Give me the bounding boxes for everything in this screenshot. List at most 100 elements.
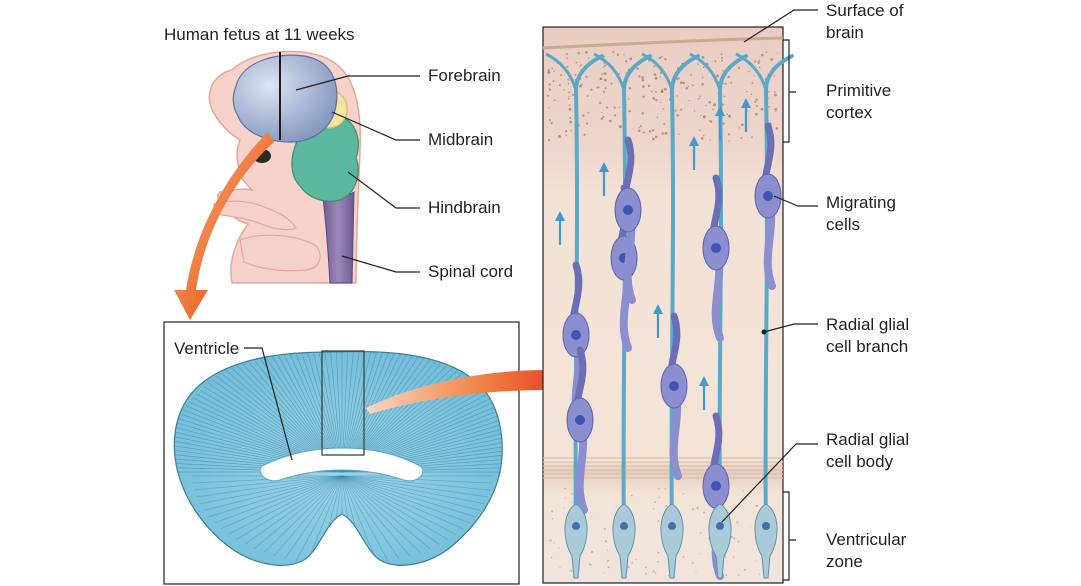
- speckle: [658, 57, 660, 59]
- speckle: [631, 561, 634, 564]
- speckle: [775, 127, 779, 130]
- speckle: [765, 51, 768, 54]
- speckle: [733, 537, 736, 540]
- section-ray: [284, 475, 343, 560]
- speckle: [741, 123, 744, 127]
- speckle: [720, 53, 723, 56]
- speckle: [728, 114, 731, 118]
- section-ray: [208, 475, 343, 518]
- label-surface-line1: Surface of: [826, 1, 904, 20]
- speckle: [590, 564, 592, 566]
- speckle: [768, 97, 770, 99]
- speckle: [565, 52, 568, 55]
- speckle: [572, 94, 575, 96]
- speckle: [648, 84, 651, 87]
- speckle: [583, 133, 586, 136]
- speckle: [636, 67, 639, 70]
- speckle: [614, 114, 617, 117]
- fetus-to-section-arrow: [174, 132, 274, 320]
- speckle: [657, 551, 660, 554]
- speckle: [702, 134, 705, 137]
- section-ray: [213, 475, 343, 524]
- speckle: [615, 506, 617, 507]
- section-ray: [306, 475, 343, 564]
- migrating-cell-nucleus: [763, 191, 773, 201]
- speckle: [680, 81, 683, 84]
- section-ray: [341, 475, 476, 518]
- speckle: [725, 574, 728, 577]
- speckle: [652, 508, 655, 510]
- speckle: [705, 104, 707, 107]
- speckle: [606, 559, 610, 562]
- speckle: [709, 139, 711, 141]
- speckle: [709, 120, 713, 123]
- speckle: [724, 82, 727, 85]
- speckle: [732, 556, 735, 558]
- section-ray: [341, 475, 457, 535]
- speckle: [566, 57, 568, 59]
- speckle: [642, 95, 645, 99]
- speckle: [682, 81, 685, 85]
- speckle: [708, 120, 710, 122]
- speckle: [749, 526, 751, 528]
- speckle: [773, 93, 777, 97]
- speckle: [598, 101, 602, 105]
- speckle: [760, 107, 764, 111]
- section-ray: [341, 475, 481, 511]
- label-body-line2: cell body: [826, 452, 894, 471]
- speckle: [603, 90, 606, 93]
- speckle: [590, 550, 594, 554]
- speckle: [629, 57, 633, 61]
- migration-arrow-head: [741, 98, 751, 108]
- speckle: [728, 133, 731, 136]
- speckle: [639, 125, 642, 128]
- label-vz-line1: Ventricular: [826, 530, 907, 549]
- label-surface-line2: brain: [826, 23, 864, 42]
- speckle: [690, 73, 693, 76]
- speckle: [727, 75, 730, 79]
- speckle: [580, 64, 582, 67]
- glial-nucleus: [716, 522, 724, 530]
- speckle: [558, 84, 561, 87]
- section-ray: [341, 475, 491, 491]
- speckle: [654, 572, 657, 575]
- speckle: [550, 122, 553, 124]
- speckle: [548, 119, 551, 122]
- speckle: [713, 103, 716, 107]
- speckle: [553, 542, 556, 544]
- speckle: [662, 108, 665, 110]
- speckle: [558, 547, 560, 549]
- radial-glial-cell-body: [708, 503, 732, 579]
- speckle: [755, 112, 758, 116]
- section-ray: [341, 475, 431, 550]
- speckle: [691, 561, 694, 564]
- speckle: [664, 488, 667, 490]
- speckle: [604, 87, 607, 90]
- branch-pointer-dot: [761, 329, 767, 335]
- speckle: [559, 566, 561, 568]
- speckle: [567, 83, 570, 85]
- speckle: [753, 75, 755, 77]
- speckle: [758, 59, 761, 62]
- fetus-illustration: [208, 50, 361, 284]
- speckle: [574, 73, 577, 76]
- speckle: [714, 60, 717, 63]
- speckle: [716, 74, 720, 78]
- speckle: [656, 116, 659, 119]
- ventricular-zone-bracket: [783, 491, 796, 581]
- speckle: [755, 504, 758, 507]
- label-ventricle: Ventricle: [174, 339, 239, 358]
- speckle: [635, 558, 637, 561]
- speckle: [738, 574, 740, 576]
- speckle: [653, 129, 655, 131]
- section-ray: [193, 475, 343, 491]
- speckle: [712, 108, 714, 111]
- speckle: [607, 566, 610, 569]
- speckle: [570, 129, 573, 132]
- speckle: [603, 572, 605, 574]
- speckle: [568, 91, 570, 94]
- speckle: [560, 74, 563, 77]
- migrating-cell-nucleus: [575, 415, 585, 425]
- speckle: [721, 59, 723, 62]
- speckle: [645, 572, 648, 575]
